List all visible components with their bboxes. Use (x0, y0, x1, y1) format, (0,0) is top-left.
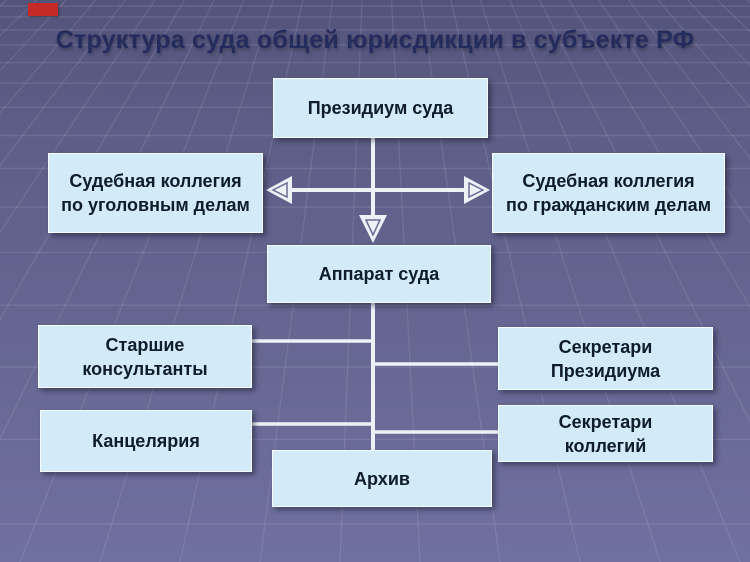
senior-consultants-label-line1: Старшие (105, 334, 185, 355)
arrowhead-down-icon (359, 215, 387, 243)
criminal-collegium-box: Судебная коллегия по уголовным делам (48, 153, 263, 233)
arrowhead-right-icon (464, 176, 490, 204)
civil-collegium-box: Судебная коллегия по гражданским делам (492, 153, 725, 233)
criminal-collegium-label-line2: по уголовным делам (61, 195, 250, 215)
presidium-label: Президиум суда (307, 98, 454, 118)
red-accent (28, 3, 58, 16)
chancellery-box: Канцелярия (40, 410, 252, 472)
court-apparatus-label: Аппарат суда (318, 264, 440, 284)
senior-consultants-label-line2: консультанты (82, 358, 208, 379)
collegia-secretaries-label-line1: Секретари (558, 411, 653, 432)
presidium-box: Президиум суда (273, 78, 488, 138)
criminal-collegium-label-line1: Судебная коллегия (69, 171, 242, 191)
collegia-secretaries-label-line2: коллегий (564, 435, 647, 456)
archive-label: Архив (354, 468, 410, 489)
presidium-secretaries-label-line1: Секретари (558, 336, 653, 357)
civil-collegium-label-line1: Судебная коллегия (522, 171, 695, 191)
presidium-secretaries-box: Секретари Президиума (498, 327, 713, 390)
collegia-secretaries-box: Секретари коллегий (498, 405, 713, 462)
arrowhead-left-icon (266, 176, 292, 204)
civil-collegium-label-line2: по гражданским делам (505, 195, 712, 215)
archive-box: Архив (272, 450, 492, 507)
page-title: Структура суда общей юрисдикции в субъек… (55, 26, 695, 54)
presidium-secretaries-label-line2: Президиума (550, 360, 661, 381)
court-apparatus-box: Аппарат суда (267, 245, 491, 303)
senior-consultants-box: Старшие консультанты (38, 325, 252, 388)
chancellery-label: Канцелярия (92, 431, 200, 451)
